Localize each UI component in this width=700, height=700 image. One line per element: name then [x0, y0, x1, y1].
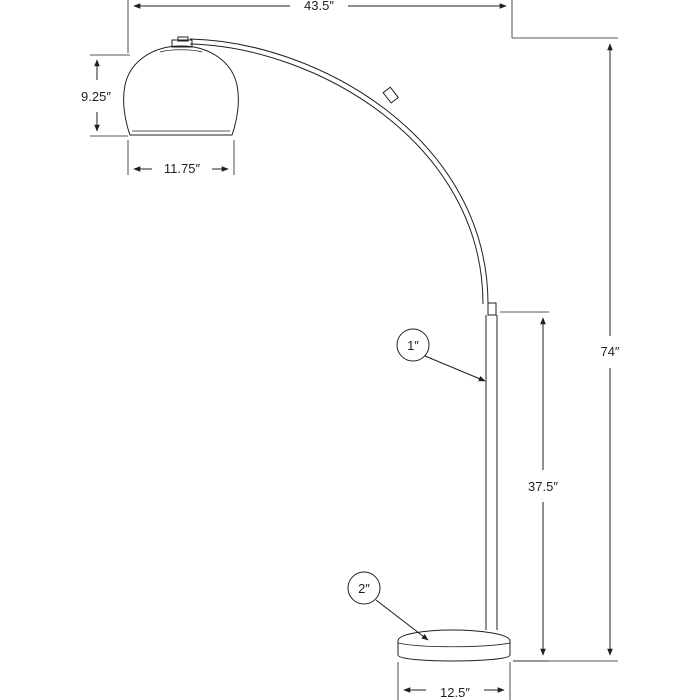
lamp-drawing — [123, 36, 511, 662]
callout-base-thickness: 2″ — [347, 571, 429, 641]
lamp-pole — [485, 302, 498, 630]
pole-height-label: 37.5″ — [528, 479, 558, 494]
dimension-base-width: 12.5″ — [397, 662, 511, 700]
shade-width-label: 11.75″ — [164, 161, 201, 176]
callout-pole-diameter: 1″ — [396, 328, 486, 382]
overall-width-label: 43.5″ — [304, 0, 334, 13]
lamp-shade — [123, 36, 239, 136]
dimension-shade-width: 11.75″ — [127, 140, 235, 176]
pole-diameter-label: 1″ — [407, 338, 419, 353]
dimension-pole-height: 37.5″ — [500, 311, 558, 662]
overall-height-label: 74″ — [600, 344, 619, 359]
base-width-label: 12.5″ — [440, 685, 470, 700]
dimension-shade-height: 9.25″ — [81, 54, 130, 137]
lamp-base — [397, 629, 511, 662]
shade-height-label: 9.25″ — [81, 89, 111, 104]
lamp-arc-arm — [189, 38, 489, 305]
base-thickness-label: 2″ — [358, 581, 370, 596]
dimension-overall-width: 43.5″ — [127, 0, 513, 53]
dimension-overall-height: 74″ — [512, 37, 620, 662]
